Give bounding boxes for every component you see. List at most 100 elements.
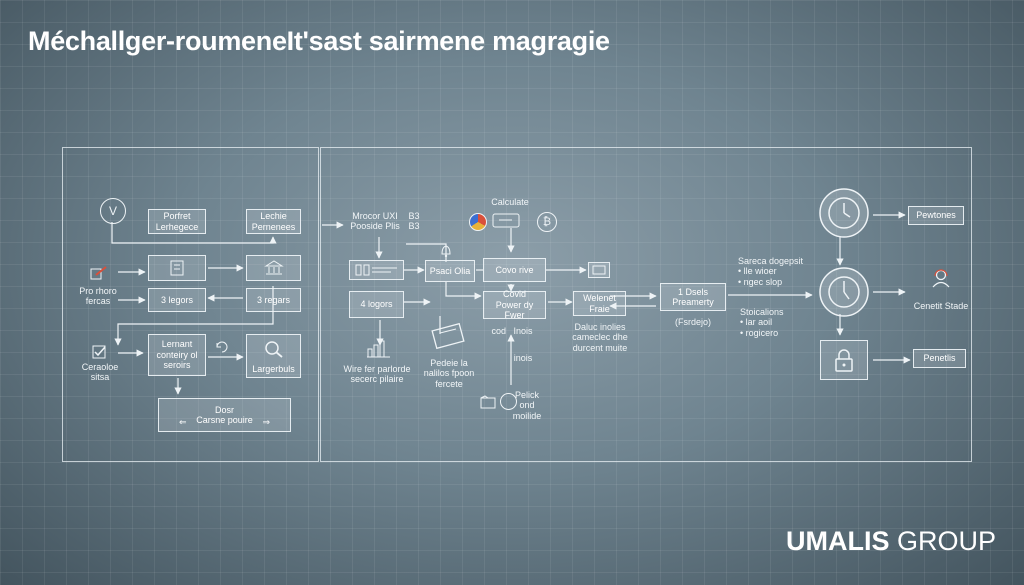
label-daluc-line1: Daluc inolies bbox=[574, 322, 626, 332]
label-sareca-line2: • lle wioer bbox=[738, 266, 777, 277]
box-lernant-line2: conteiry ol bbox=[156, 349, 198, 360]
box-psaci[interactable]: Psaci Olia bbox=[425, 260, 475, 282]
label-pelick-line1: Pelick bbox=[514, 390, 539, 400]
box-covid[interactable]: Covid Power dy Fwer bbox=[483, 289, 546, 321]
label-wire: Wire fer parlorde secerc pilaire bbox=[338, 364, 416, 385]
label-pelick-line2: ond bbox=[519, 400, 535, 411]
label-sareca-line3: • ngec slop bbox=[738, 276, 783, 287]
box-monitor[interactable] bbox=[588, 262, 610, 278]
label-cenetit: Cenetit Stade bbox=[913, 301, 969, 311]
label-calculate: Calculate bbox=[491, 197, 529, 207]
label-stoicalions: Stoicalions • lar aoil • rogicero bbox=[740, 307, 804, 338]
label-fsrdejo: (Fsrdejo) bbox=[674, 317, 711, 327]
v-badge-icon[interactable]: V bbox=[100, 198, 126, 224]
label-mrocor-line1: Mrocor UXI bbox=[352, 211, 398, 221]
box-welenet[interactable]: Welenet Fraie bbox=[573, 291, 626, 316]
label-b3-line1: B3 bbox=[408, 211, 420, 221]
box-covid-line3: Fwer bbox=[504, 310, 525, 321]
bitcoin-icon: ₿ bbox=[537, 212, 557, 232]
box-penetlis[interactable]: Penetlis bbox=[913, 349, 966, 368]
chrome-icon bbox=[469, 213, 487, 231]
arrow-right-icon: ⇒ bbox=[262, 416, 270, 427]
box-3-regars[interactable]: 3 regars bbox=[246, 288, 301, 312]
label-pedeie-line3: fercete bbox=[435, 378, 463, 389]
box-covid-line1: Covid bbox=[502, 289, 526, 300]
box-dosr[interactable]: Dosr Carsne pouire ⇐ ⇒ bbox=[158, 398, 291, 432]
label-inois: inois bbox=[513, 353, 533, 363]
label-b3: B3 B3 bbox=[406, 211, 422, 232]
ticket-icon bbox=[430, 322, 468, 351]
label-cod-line1: cod bbox=[491, 326, 506, 336]
bar-list-icon bbox=[355, 264, 397, 276]
box-lernant[interactable]: Lernant conteiry ol seroirs bbox=[148, 334, 206, 376]
box-pewtones[interactable]: Pewtones bbox=[908, 206, 964, 225]
box-chart-panel[interactable] bbox=[349, 260, 404, 280]
box-porfret[interactable]: Porfret Lerhegece bbox=[148, 209, 206, 234]
label-pedeie-line2: nalilos fpoon bbox=[423, 368, 475, 379]
box-dosr-line2: Carsne pouire bbox=[196, 415, 253, 425]
magnifier-icon bbox=[265, 341, 283, 358]
box-3-legors[interactable]: 3 legors bbox=[148, 288, 206, 312]
box-cove[interactable]: Covo rive bbox=[483, 258, 546, 282]
document-icon bbox=[170, 260, 184, 276]
label-sareca: Sareca dogepsit • lle wioer • ngec slop bbox=[738, 256, 814, 287]
label-pedeie-line1: Pedeie la bbox=[430, 358, 468, 368]
arrow-left-icon: ⇐ bbox=[179, 416, 187, 427]
label-pro-line1: Pro rhoro bbox=[79, 286, 117, 296]
lock-icon bbox=[835, 349, 853, 372]
box-lernant-line3: seroirs bbox=[163, 360, 191, 371]
left-panel-frame bbox=[62, 147, 319, 462]
box-lock[interactable] bbox=[820, 340, 868, 380]
box-document-icon[interactable] bbox=[148, 255, 206, 281]
clock-small-icon bbox=[500, 393, 517, 410]
label-ceraoloe: Ceraoloe sitsa bbox=[72, 362, 128, 383]
label-sareca-line1: Sareca dogepsit bbox=[738, 256, 804, 266]
box-larger-label: Largerbuls bbox=[252, 363, 295, 374]
label-stoicalions-line2: • lar aoil bbox=[740, 317, 773, 328]
box-bank-icon[interactable] bbox=[246, 255, 301, 281]
right-panel-frame bbox=[320, 147, 972, 462]
box-porfret-line2: Lerhegece bbox=[155, 221, 199, 232]
label-pro-line2: fercas bbox=[85, 296, 111, 307]
label-wire-line1: Wire fer parlorde bbox=[343, 364, 411, 374]
box-porfret-line1: Porfret bbox=[163, 211, 191, 222]
box-welenet-line1: Welenet bbox=[583, 293, 616, 304]
label-daluc: Daluc inolies cameclec dhe durcent muite bbox=[562, 322, 638, 353]
label-ceraoloe-line1: Ceraoloe bbox=[81, 362, 119, 372]
box-cove-label: Covo rive bbox=[495, 264, 534, 275]
clock-top-icon[interactable] bbox=[818, 187, 870, 239]
box-lernant-line1: Lernant bbox=[161, 339, 193, 350]
label-b3-line2: B3 bbox=[408, 221, 420, 232]
monitor-icon bbox=[592, 265, 606, 275]
company-logo: UMALIS GROUP bbox=[786, 526, 996, 557]
label-stoicalions-line3: • rogicero bbox=[740, 327, 779, 338]
box-dsels-line1: 1 Dsels bbox=[677, 286, 708, 297]
box-4-logors[interactable]: 4 logors bbox=[349, 291, 404, 318]
label-pelick: Pelick ond moilide bbox=[504, 390, 550, 421]
box-larger[interactable]: Largerbuls bbox=[246, 334, 301, 378]
logo-bold: UMALIS bbox=[785, 526, 890, 556]
label-ceraoloe-line2: sitsa bbox=[90, 372, 110, 383]
label-pedeie: Pedeie la nalilos fpoon fercete bbox=[420, 358, 478, 389]
label-pelick-line3: moilide bbox=[512, 410, 542, 421]
check-icon bbox=[92, 345, 108, 359]
bank-icon bbox=[263, 260, 284, 275]
support-agent-icon bbox=[931, 268, 951, 288]
v-badge-label: V bbox=[108, 204, 117, 218]
bell-icon bbox=[440, 244, 452, 258]
label-mrocor-line2: Pooside Plis bbox=[350, 221, 400, 232]
label-stoicalions-line1: Stoicalions bbox=[740, 307, 784, 317]
label-cod-line2: Inois bbox=[513, 326, 533, 336]
box-lechie-line2: Pernenees bbox=[251, 221, 296, 232]
box-dsels-line2: Preamerty bbox=[672, 297, 714, 307]
label-daluc-line3: durcent muite bbox=[572, 342, 628, 353]
bar-chart-icon bbox=[366, 338, 392, 358]
logo-rest: GROUP bbox=[889, 526, 996, 556]
label-wire-line2: secerc pilaire bbox=[350, 374, 404, 385]
edit-icon bbox=[90, 266, 108, 280]
page-title: Méchallger-roumeneIt'sast sairmene magra… bbox=[28, 26, 610, 56]
box-dosr-line1: Dosr bbox=[214, 404, 234, 415]
clock-middle-icon[interactable] bbox=[818, 266, 870, 318]
box-dsels[interactable]: 1 Dsels Preamerty bbox=[660, 283, 726, 311]
box-lechie[interactable]: Lechie Pernenees bbox=[246, 209, 301, 234]
